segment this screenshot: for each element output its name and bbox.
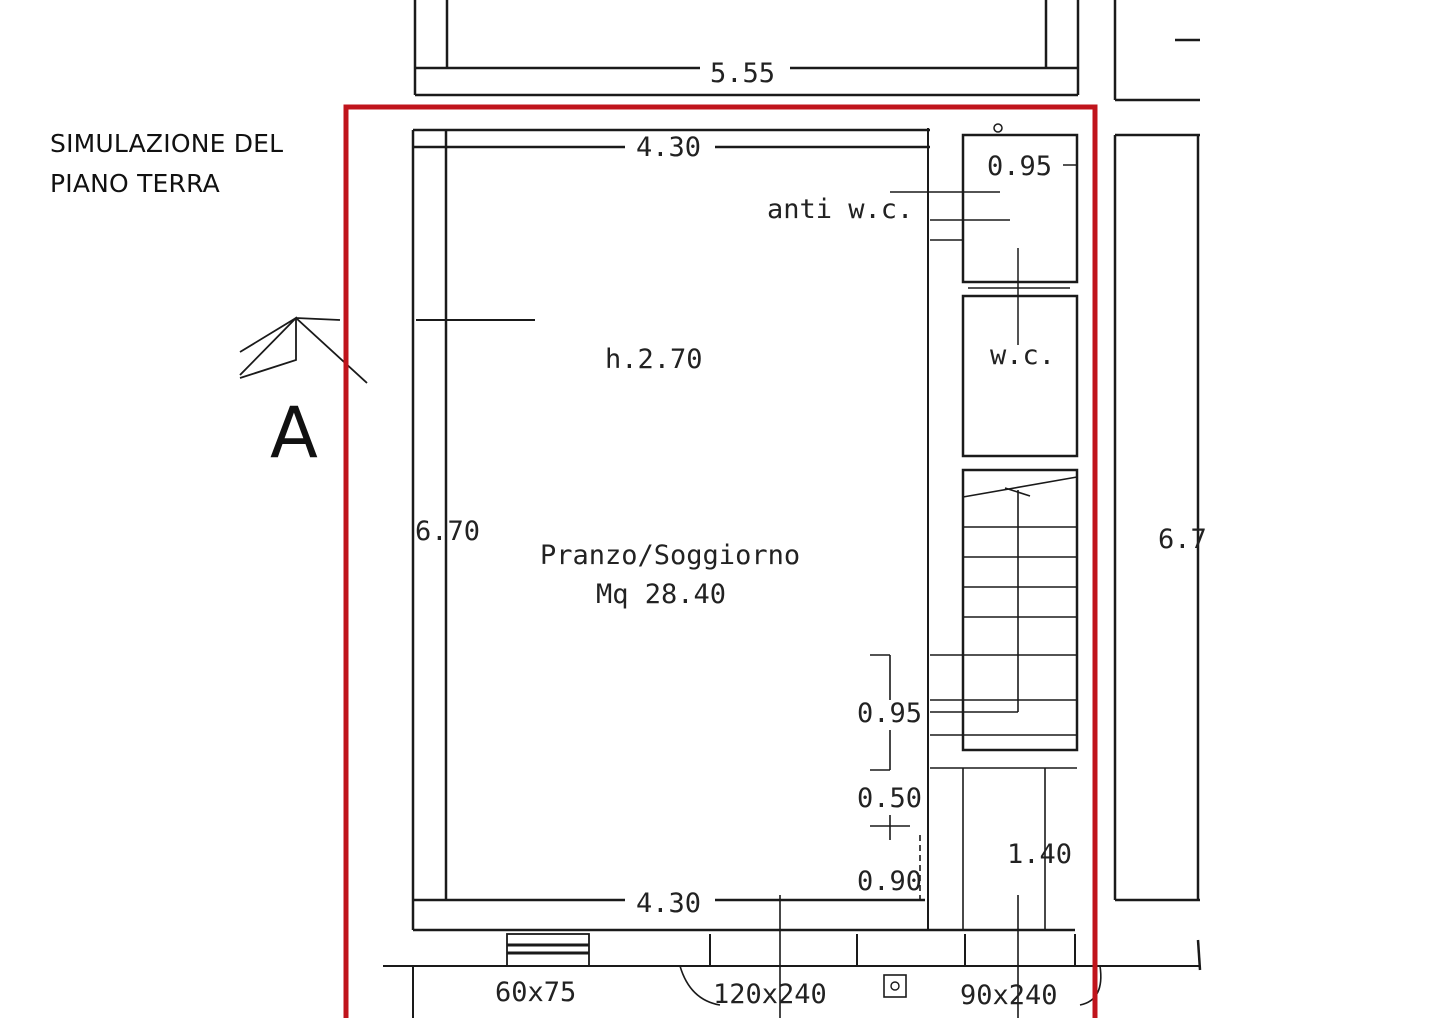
opening-door-main: 120x240 bbox=[713, 979, 827, 1010]
room-living-area: Mq 28.40 bbox=[596, 579, 726, 610]
section-letter: A bbox=[270, 392, 318, 474]
dim-stair-a: 0.95 bbox=[857, 698, 922, 729]
caption-line-1: SIMULAZIONE DEL bbox=[50, 129, 284, 158]
right-neighbour-walls bbox=[1113, 133, 1202, 971]
upper-room-walls bbox=[413, 0, 1200, 102]
highlight-frame bbox=[343, 104, 1098, 1018]
section-marker-arrow bbox=[239, 316, 368, 384]
room-living-name: Pranzo/Soggiorno bbox=[540, 540, 800, 571]
bottom-facade bbox=[383, 895, 1200, 1018]
service-block bbox=[890, 123, 1079, 752]
dim-anti-wc-width: 0.95 bbox=[987, 151, 1052, 182]
dim-stair-b: 0.50 bbox=[857, 783, 922, 814]
room-anti-wc: anti w.c. bbox=[767, 194, 913, 225]
dim-stair-right: 1.40 bbox=[1007, 839, 1072, 870]
dim-right-partial: 6.7 bbox=[1158, 524, 1207, 555]
stair-dimension-ticks bbox=[870, 654, 921, 900]
dim-stair-c: 0.90 bbox=[857, 866, 922, 897]
dim-room-bottom: 4.30 bbox=[636, 888, 701, 919]
dim-room-left: 6.70 bbox=[415, 516, 480, 547]
caption-line-2: PIANO TERRA bbox=[50, 169, 220, 198]
opening-window: 60x75 bbox=[495, 977, 576, 1008]
opening-door-side: 90x240 bbox=[960, 980, 1058, 1011]
plan-caption: SIMULAZIONE DEL PIANO TERRA bbox=[50, 124, 283, 204]
main-room-walls bbox=[411, 128, 1075, 932]
room-height: h.2.70 bbox=[605, 344, 703, 375]
dim-room-top: 4.30 bbox=[636, 132, 701, 163]
room-wc: w.c. bbox=[990, 340, 1055, 371]
stair-treads bbox=[930, 476, 1078, 1018]
dim-top-outer: 5.55 bbox=[710, 58, 775, 89]
